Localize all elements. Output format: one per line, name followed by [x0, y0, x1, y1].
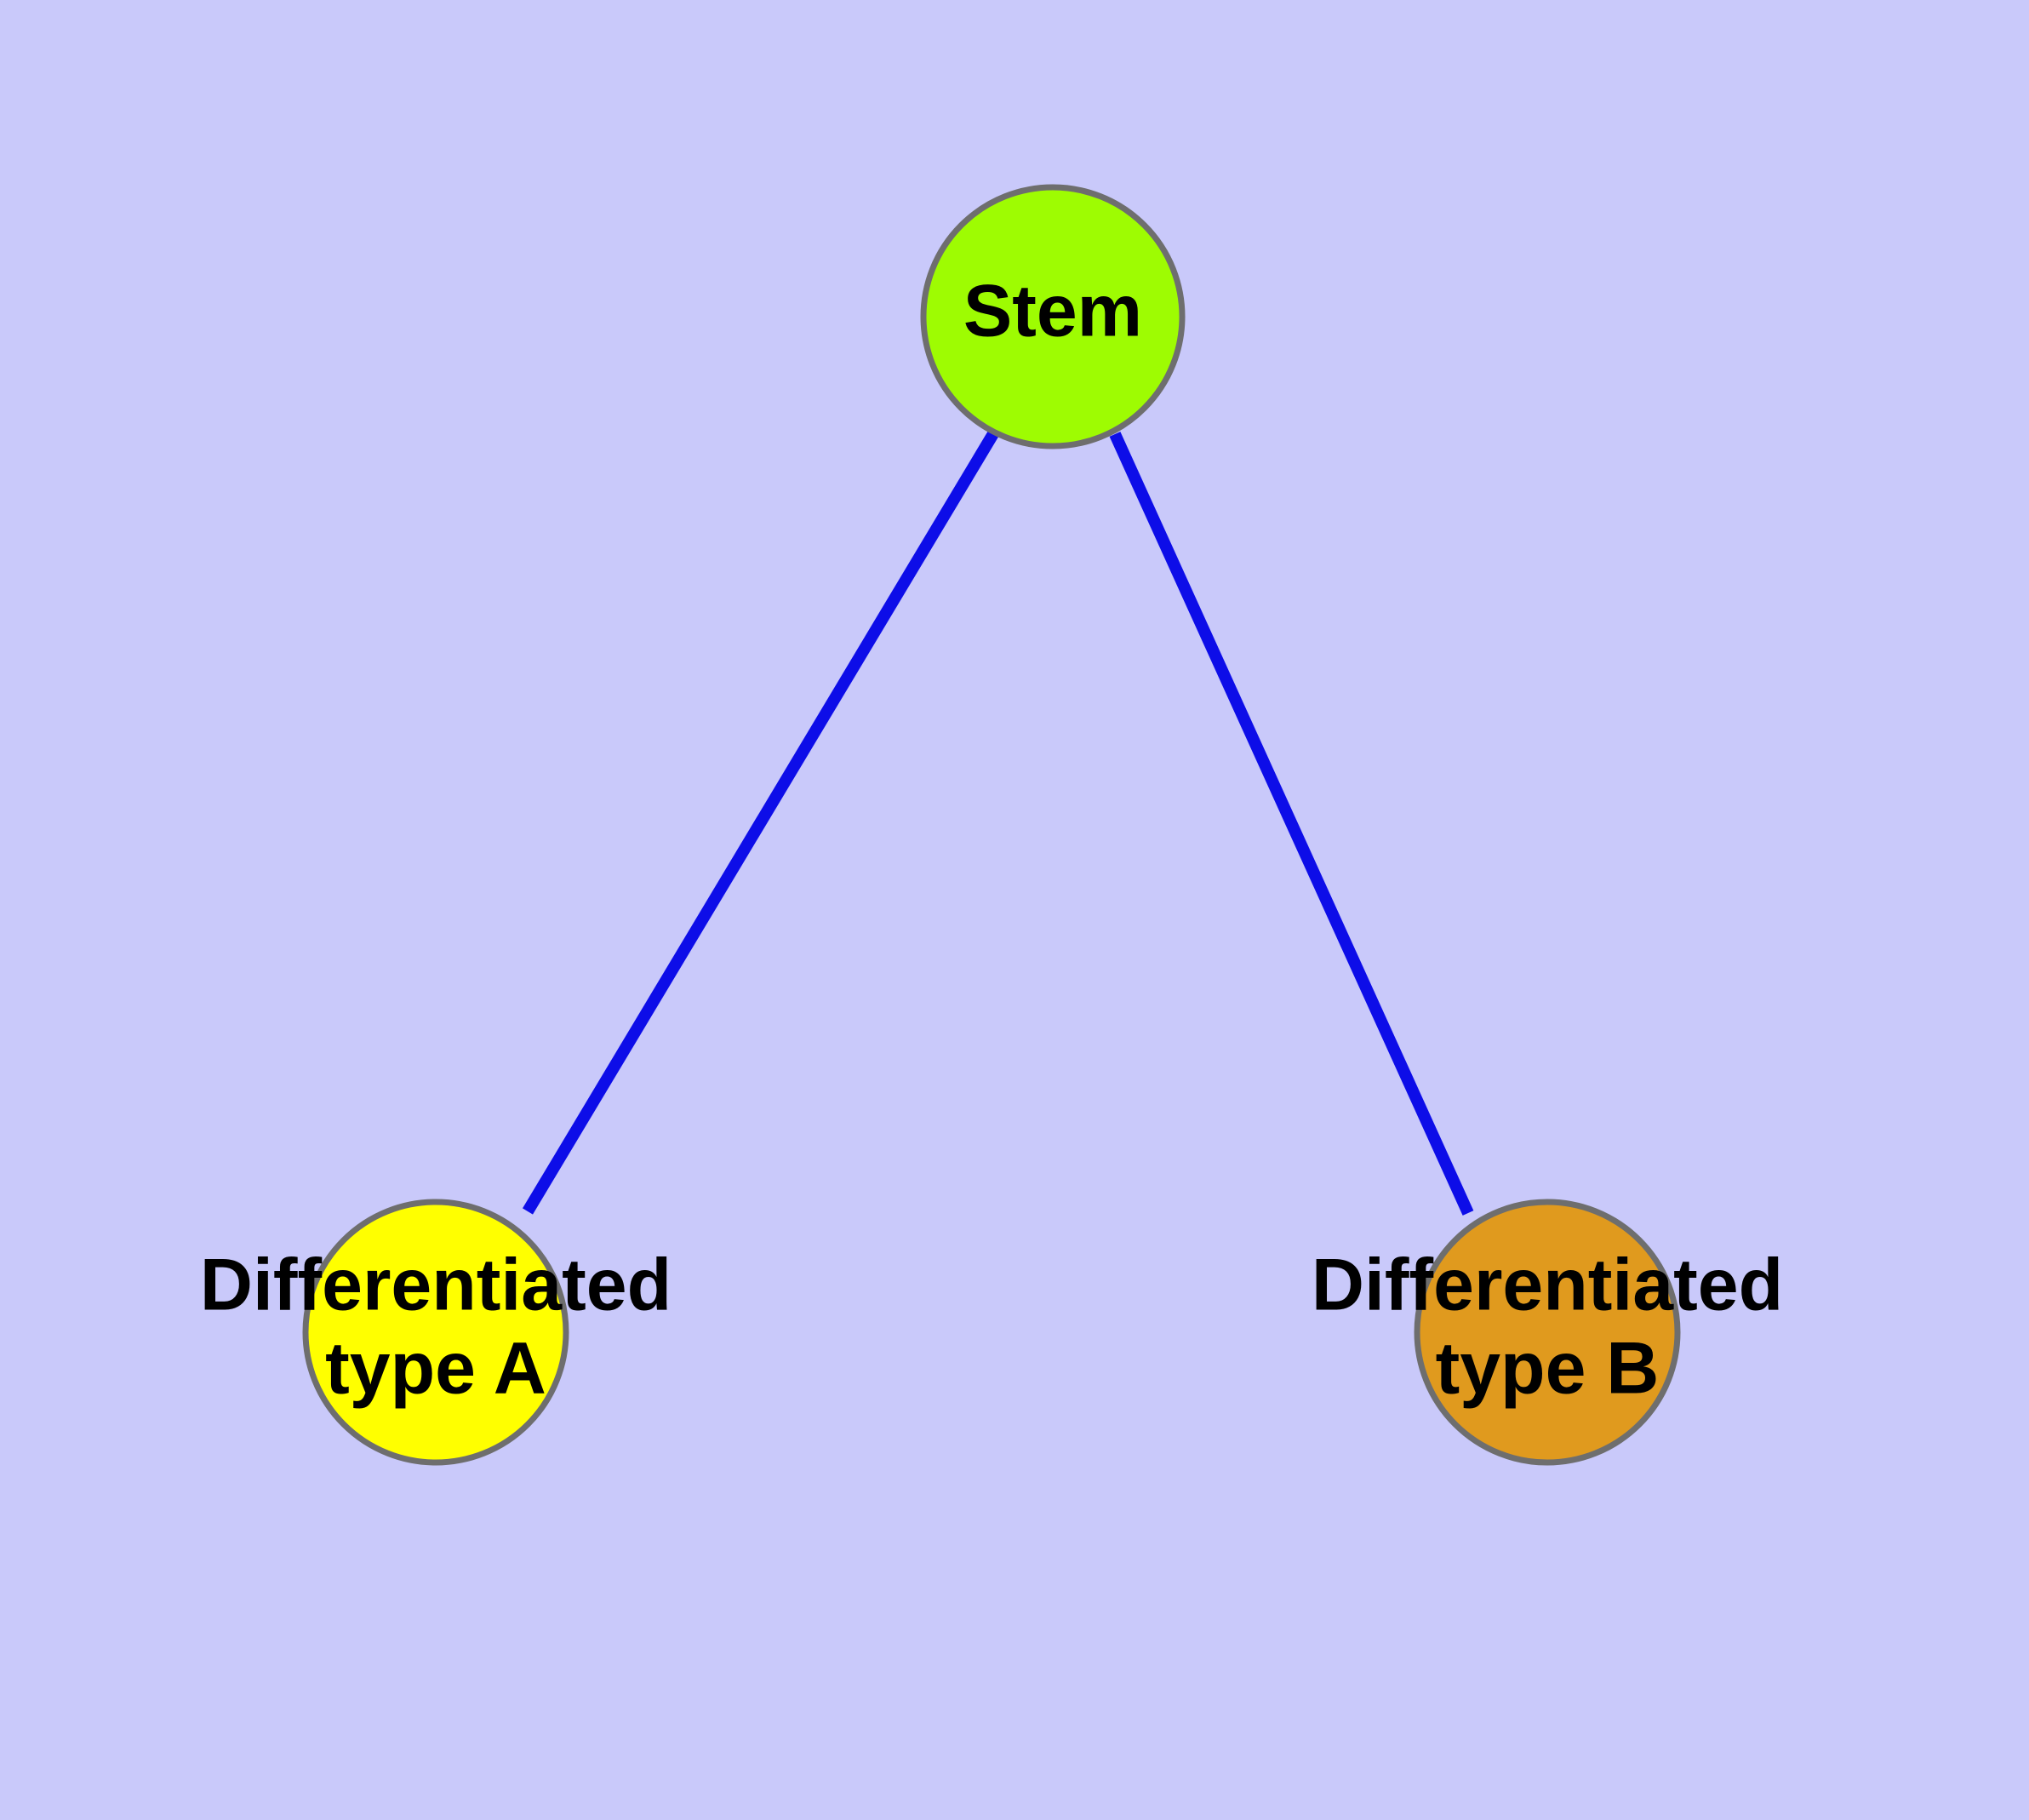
node-stem-label-line-1: Stem	[963, 271, 1142, 352]
node-stem[interactable]: Stem	[920, 184, 1186, 449]
node-layer: Stem Differentiated type A Differentiate…	[200, 184, 1783, 1466]
node-differentiated-type-b-label-line-1: Differentiated	[1312, 1245, 1783, 1326]
node-differentiated-type-a-label-line-2: type A	[325, 1328, 546, 1410]
node-differentiated-type-a[interactable]: Differentiated type A	[200, 1199, 672, 1466]
node-differentiated-type-b-label-line-2: type B	[1436, 1328, 1660, 1410]
node-differentiated-type-a-label-line-1: Differentiated	[200, 1245, 672, 1326]
node-stem-circle[interactable]	[920, 184, 1186, 449]
edge-stem-to-differentiated-type-b[interactable]	[1109, 432, 1474, 1216]
edge-stem-to-differentiated-type-a[interactable]	[522, 429, 1000, 1215]
node-differentiated-type-a-circle[interactable]	[302, 1199, 569, 1466]
edge-layer	[522, 429, 1474, 1216]
node-differentiated-type-b-circle[interactable]	[1414, 1199, 1681, 1466]
node-differentiated-type-b[interactable]: Differentiated type B	[1312, 1199, 1783, 1466]
